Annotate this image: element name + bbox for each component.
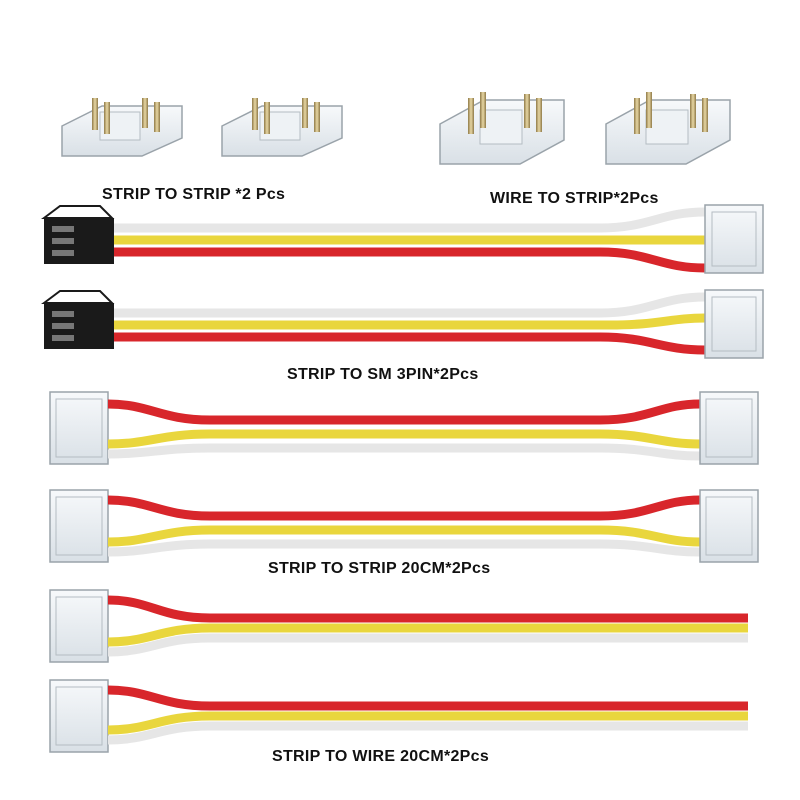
sm-cable-1 bbox=[41, 204, 764, 274]
strip-to-strip-clip-1 bbox=[61, 98, 183, 157]
label-strip-to-strip-20cm: STRIP TO STRIP 20CM*2Pcs bbox=[268, 560, 491, 577]
wire-to-strip-clip-2 bbox=[605, 92, 731, 165]
strip-to-strip-clip-2 bbox=[221, 98, 343, 157]
strip-connector bbox=[704, 289, 764, 359]
label-wire-to-strip: WIRE TO STRIP*2Pcs bbox=[490, 190, 659, 207]
strip-connector bbox=[704, 204, 764, 274]
strip-to-strip-cable-1 bbox=[49, 391, 759, 465]
sm-cable-2 bbox=[41, 289, 764, 359]
strip-to-wire-cable-2 bbox=[49, 679, 748, 753]
wire-to-strip-clip-1 bbox=[439, 92, 565, 165]
strip-to-wire-cable-1 bbox=[49, 589, 748, 663]
label-strip-to-strip-clip: STRIP TO STRIP *2 Pcs bbox=[102, 186, 286, 203]
label-strip-to-sm: STRIP TO SM 3PIN*2Pcs bbox=[287, 366, 479, 383]
label-strip-to-wire-20cm: STRIP TO WIRE 20CM*2Pcs bbox=[272, 748, 490, 765]
strip-to-strip-cable-2 bbox=[49, 489, 759, 563]
